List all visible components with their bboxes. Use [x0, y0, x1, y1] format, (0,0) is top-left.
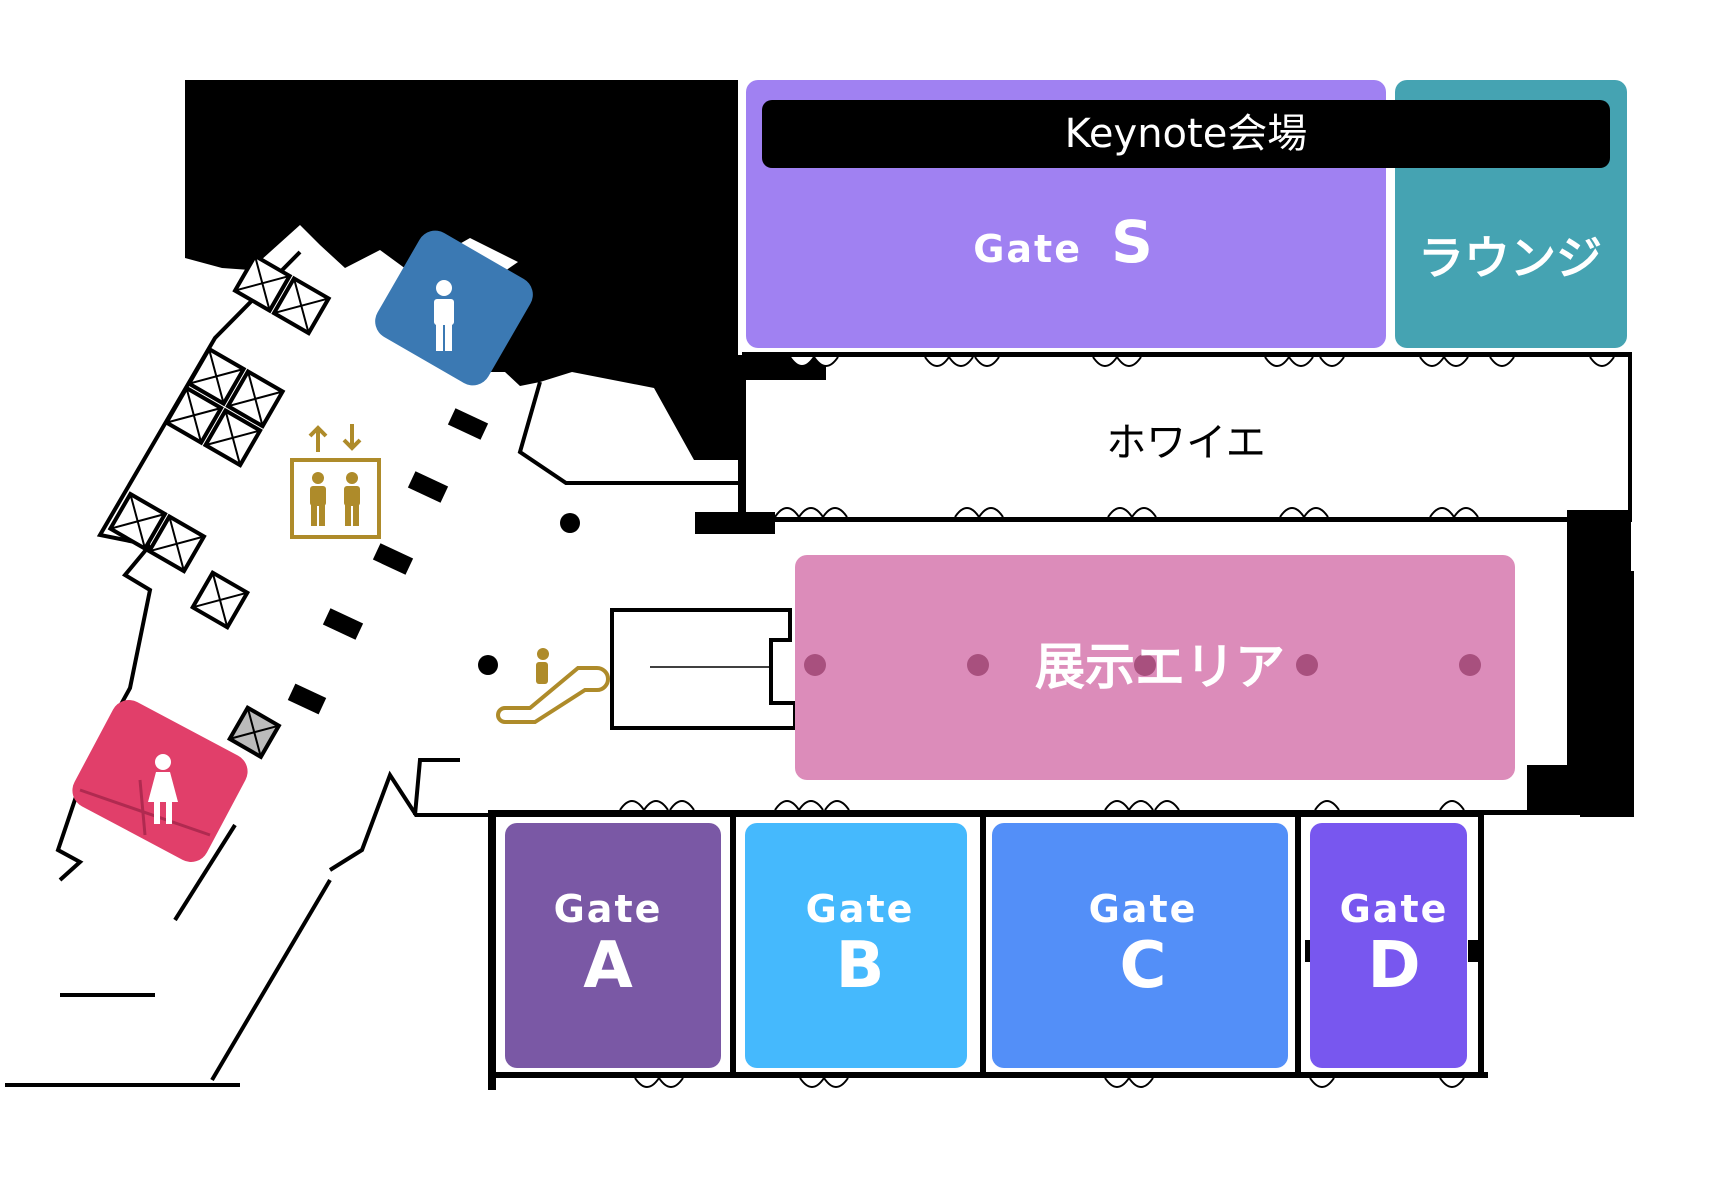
elevator-shafts [107, 253, 332, 760]
foyer-label: ホワイエ [1106, 420, 1266, 466]
restroom-wall-line [138, 779, 147, 836]
gate-s-label: Gate S [973, 208, 1153, 276]
gate-a-room[interactable] [505, 823, 721, 1068]
gate-d-letter: D [1367, 929, 1420, 1003]
man-icon [434, 280, 454, 351]
gate-c-letter: C [1120, 929, 1167, 1003]
wall-gate-d-right [1478, 815, 1484, 1077]
wall-foyer-left [738, 355, 746, 520]
gate-b-word: Gate [806, 887, 915, 931]
gate-d-label: Gate D [1340, 887, 1449, 1003]
gate-a-label: Gate A [554, 887, 663, 1003]
gate-c-room[interactable] [992, 823, 1288, 1068]
pillar [287, 683, 327, 715]
escalator-box [610, 608, 797, 730]
gate-b-room[interactable] [745, 823, 967, 1068]
wall-gate-bc [980, 815, 986, 1077]
down-arrow-icon [342, 424, 362, 451]
pillar [407, 471, 449, 503]
wall-block-top [185, 80, 826, 460]
gate-c-label: Gate C [1089, 887, 1198, 1003]
exhibit-area-label: 展示エリア [1035, 638, 1285, 696]
gate-d-word: Gate [1340, 887, 1449, 931]
up-arrow-icon [308, 425, 328, 452]
woman-icon [148, 754, 178, 824]
pillar [372, 543, 414, 575]
wall-gate-cd [1295, 815, 1301, 1077]
keynote-banner-label: Keynote会場 [1065, 111, 1308, 157]
gate-c-word: Gate [1089, 887, 1198, 931]
gate-b-letter: B [836, 929, 885, 1003]
womens-restroom[interactable] [66, 694, 254, 869]
restroom-wall-line [79, 788, 211, 837]
pillar [322, 608, 364, 640]
column [560, 513, 580, 533]
mens-restroom[interactable] [369, 224, 540, 392]
gate-s-letter: S [1111, 208, 1153, 276]
pillar [447, 408, 489, 440]
elevator-icon[interactable] [290, 424, 381, 539]
wall-block-right-small [1527, 765, 1571, 815]
door-swings [619, 356, 1615, 1088]
wall-gate-a-left [488, 810, 496, 1090]
wall-gate-d-post-right [1468, 940, 1480, 962]
wall-foyer-right [1628, 352, 1632, 522]
wall-foyer-bottom [742, 517, 1632, 522]
wall-gate-ab [730, 815, 736, 1077]
wall-block-right [1567, 510, 1631, 815]
gate-a-letter: A [583, 929, 633, 1003]
gate-b-label: Gate B [806, 887, 915, 1003]
escalator-icon[interactable] [496, 648, 610, 724]
keynote-banner[interactable] [762, 100, 1610, 168]
gate-d-room[interactable] [1310, 823, 1467, 1068]
wall-foyer-top [742, 352, 1632, 357]
wall-foyer-stub [695, 512, 775, 534]
wall-gates-bottom [488, 1072, 1488, 1078]
gate-a-word: Gate [554, 887, 663, 931]
wall-gates-top [488, 810, 1528, 815]
exhibit-columns [804, 654, 1481, 676]
gate-s-word: Gate [973, 227, 1082, 271]
lounge-label: ラウンジ [1418, 231, 1602, 285]
column [478, 655, 498, 675]
